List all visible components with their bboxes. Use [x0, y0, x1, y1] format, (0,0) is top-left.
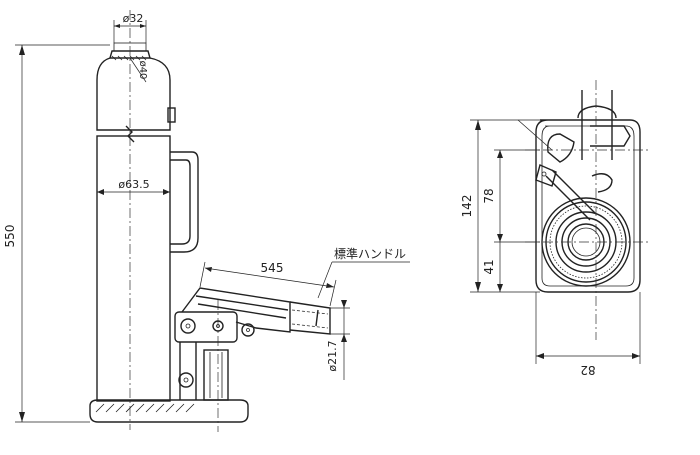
side-height-low-label: 41 [482, 259, 496, 274]
overall-height-dimension: 550 [3, 44, 110, 423]
main-body: ø63.5 [96, 135, 199, 402]
side-width-label: 82 [580, 363, 595, 377]
ram-diameter-label: ø40 [137, 61, 148, 80]
pump-mechanism [174, 311, 255, 401]
standard-handle: 545 ø21.7 標準ハンドル [181, 246, 410, 380]
top-diameter-label: ø32 [123, 12, 144, 25]
side-height-total-label: 142 [460, 195, 474, 218]
upper-cylinder [96, 10, 176, 430]
side-height-dimensions: 142 78 41 [460, 119, 560, 293]
ram-top: ø32 ø40 [109, 12, 151, 83]
handle-diameter-label: ø21.7 [326, 340, 339, 371]
front-view: 550 ø32 ø40 [3, 10, 410, 432]
side-height-mid-label: 78 [482, 188, 496, 203]
base [89, 300, 249, 432]
overall-height-label: 550 [3, 225, 17, 248]
side-body [517, 90, 641, 293]
handle-length-label: 545 [261, 261, 284, 275]
side-view: 142 78 41 [460, 80, 650, 377]
standard-handle-label: 標準ハンドル [334, 246, 406, 261]
body-diameter-label: ø63.5 [118, 178, 149, 191]
side-width-dimension: 82 [535, 292, 641, 377]
